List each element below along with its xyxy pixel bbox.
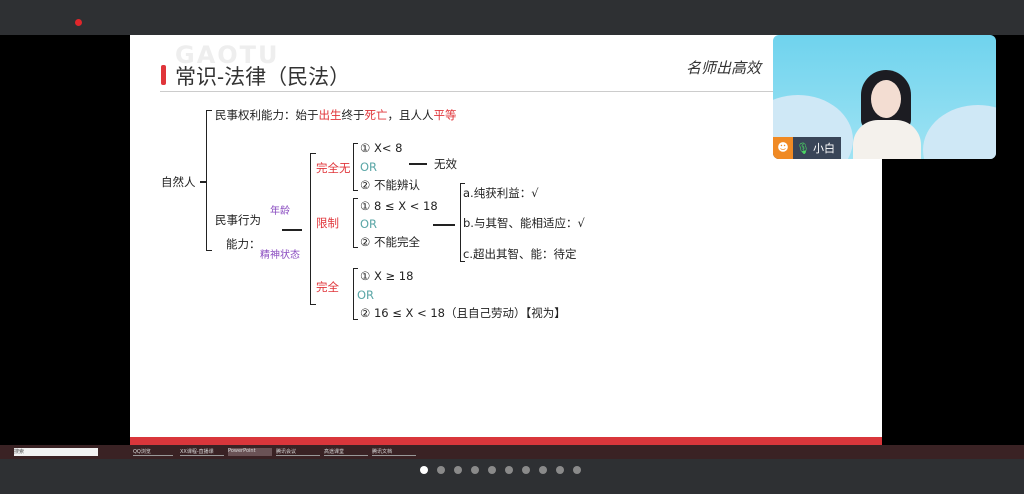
- recording-indicator-icon: [75, 19, 82, 26]
- taskbar-search[interactable]: 搜索: [14, 448, 98, 456]
- or-label: OR: [360, 217, 378, 231]
- condition: ② 不能辨认: [360, 178, 420, 192]
- watermark: GAOTU: [175, 41, 280, 69]
- participant-name: 小白: [812, 142, 835, 155]
- page-dot[interactable]: [420, 466, 428, 474]
- slide-title: 常识-法律（民法）: [175, 65, 351, 89]
- result: c.超出其智、能：待定: [463, 247, 577, 261]
- factor-mental: 精神状态: [260, 250, 300, 261]
- video-name-tag: ☻ 🎙 小白: [773, 137, 841, 159]
- page-dot[interactable]: [573, 466, 581, 474]
- bracket: [460, 183, 465, 262]
- text: 民事权利能力：始于: [215, 108, 319, 122]
- taskbar-app[interactable]: QQ浏览: [133, 448, 173, 456]
- taskbar-app[interactable]: 腾讯文档: [372, 448, 416, 456]
- slogan: 名师出高效: [686, 59, 762, 77]
- connector: [409, 163, 427, 165]
- page-dot[interactable]: [471, 466, 479, 474]
- bracket: [206, 110, 212, 251]
- page-dot[interactable]: [505, 466, 513, 474]
- capacity-label: 民事行为: [215, 213, 261, 227]
- page-dot[interactable]: [454, 466, 462, 474]
- factor-age: 年龄: [270, 206, 290, 217]
- limited-label: 限制: [316, 216, 339, 230]
- page-dot[interactable]: [539, 466, 547, 474]
- taskbar-app[interactable]: 高途课堂: [324, 448, 368, 456]
- result: a.纯获利益：√: [463, 186, 539, 200]
- taskbar-app[interactable]: PowerPoint: [228, 448, 272, 456]
- condition: ① 8 ≤ X < 18: [360, 199, 438, 213]
- capacity-label: 能力：: [226, 237, 261, 251]
- condition: ② 16 ≤ X < 18（且自己劳动）【视为】: [360, 306, 566, 320]
- connector: [282, 229, 302, 231]
- title-divider: [160, 91, 882, 92]
- cloud: [923, 105, 996, 159]
- condition: ① X ≥ 18: [360, 269, 414, 283]
- condition: ② 不能完全: [360, 235, 420, 249]
- page-dot[interactable]: [522, 466, 530, 474]
- result: b.与其智、能相适应：√: [463, 216, 585, 230]
- rights-capacity: 民事权利能力：始于出生终于死亡，且人人平等: [215, 107, 457, 123]
- text: 终于: [341, 108, 365, 122]
- text: 出生: [318, 108, 342, 122]
- bracket: [353, 143, 358, 191]
- slide-footer-bar: [130, 437, 882, 445]
- page-dot[interactable]: [488, 466, 496, 474]
- teacher-video[interactable]: ☻ 🎙 小白: [773, 35, 996, 159]
- bracket: [310, 153, 316, 305]
- user-icon: ☻: [773, 137, 793, 159]
- or-label: OR: [357, 288, 375, 302]
- taskbar: 搜索 QQ浏览 XX课程-直播课 PowerPoint 腾讯会议 高途课堂 腾讯…: [0, 445, 1024, 459]
- person-face: [871, 80, 901, 118]
- text: 平等: [433, 108, 457, 122]
- title-accent-bar: [161, 65, 166, 85]
- page-dot[interactable]: [437, 466, 445, 474]
- condition: ① X< 8: [360, 141, 403, 155]
- slide: GAOTU 常识-法律（民法） 名师出高效 自然人 民事权利能力：始于出生终于死…: [130, 35, 882, 437]
- connector: [200, 181, 206, 183]
- bracket: [353, 198, 358, 248]
- person-body: [853, 120, 921, 159]
- page-dot[interactable]: [556, 466, 564, 474]
- bracket: [353, 268, 358, 320]
- full-label: 完全: [316, 280, 339, 294]
- text: 死亡: [364, 108, 388, 122]
- connector: [433, 224, 455, 226]
- top-bar: [0, 0, 1024, 35]
- or-label: OR: [360, 160, 378, 174]
- none-label: 完全无: [316, 161, 351, 175]
- microphone-icon[interactable]: 🎙: [796, 141, 810, 155]
- taskbar-app[interactable]: XX课程-直播课: [180, 448, 224, 456]
- page-indicator: [420, 466, 581, 474]
- root-label: 自然人: [161, 175, 196, 189]
- text: ，且人人: [387, 108, 434, 122]
- taskbar-app[interactable]: 腾讯会议: [276, 448, 320, 456]
- result: 无效: [434, 157, 457, 171]
